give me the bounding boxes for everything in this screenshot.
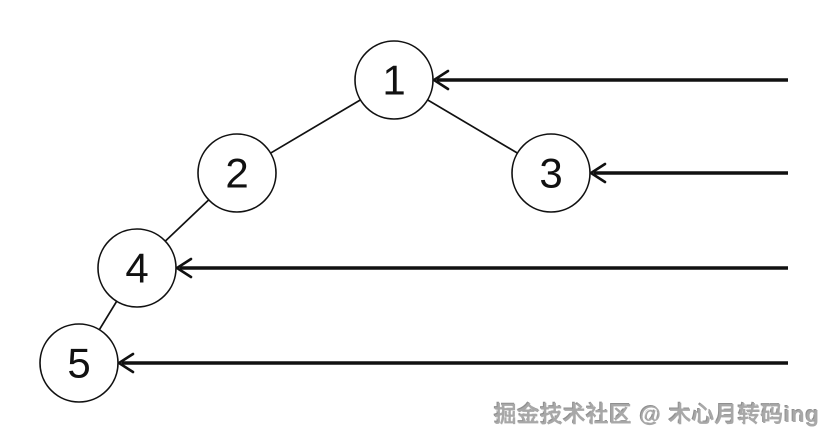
tree-node-3: [511, 133, 591, 213]
tree-node-5: [39, 323, 119, 403]
pointer-arrowhead-to-3: [588, 162, 607, 184]
tree-node-label-5: 5: [67, 340, 90, 387]
tree-node-4: [97, 228, 177, 308]
pointer-arrowhead-to-4: [174, 257, 193, 279]
pointer-arrowhead-to-5: [116, 352, 135, 374]
tree-node-label-2: 2: [225, 150, 248, 197]
tree-node-label-1: 1: [382, 57, 405, 104]
tree-node-label-4: 4: [125, 245, 148, 292]
tree-node-2: [197, 133, 277, 213]
tree-node-1: [354, 40, 434, 120]
tree-node-label-3: 3: [539, 150, 562, 197]
watermark: 掘金技术社区 @ 木心月转码ing: [494, 402, 820, 427]
pointer-arrowhead-to-1: [431, 69, 450, 91]
